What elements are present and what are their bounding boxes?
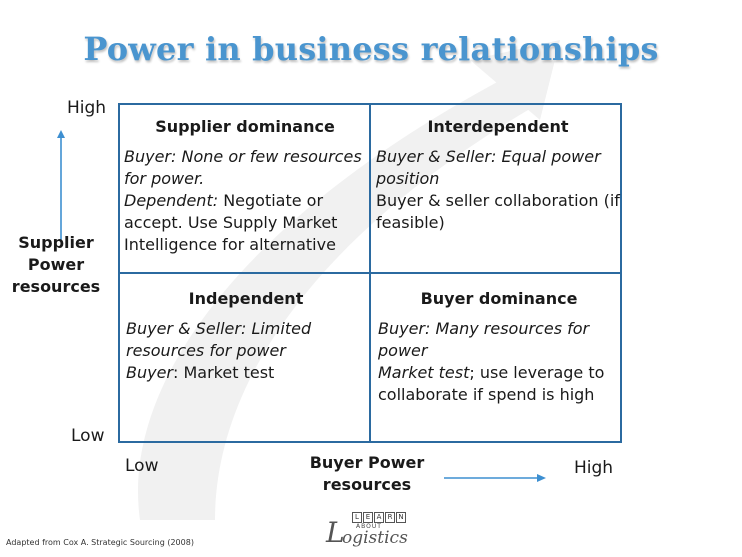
matrix-horizontal-divider xyxy=(118,272,622,274)
quadrant-body-text: Buyer & seller collaboration (if feasibl… xyxy=(376,191,620,232)
quadrant-heading: Interdependent xyxy=(427,117,569,136)
x-axis-low-label: Low xyxy=(125,456,159,476)
quadrant-italic-lead: Dependent: xyxy=(124,191,219,210)
source-credit: Adapted from Cox A. Strategic Sourcing (… xyxy=(6,538,194,547)
y-axis-title-line-1: Supplier xyxy=(18,233,94,252)
logo-letter: E xyxy=(363,512,373,523)
y-axis-high-label: High xyxy=(67,98,107,118)
logo-letter: A xyxy=(374,512,384,523)
quadrant-body: Market test; use leverage to collaborate… xyxy=(378,362,620,406)
logo-letter: N xyxy=(396,512,406,523)
quadrant-italic-text: Buyer & Seller: Limited resources for po… xyxy=(126,319,312,360)
quadrant-italic-lead: Market test xyxy=(378,363,470,382)
logo-about: ABOUT xyxy=(356,523,382,530)
x-axis-title-line-1: Buyer Power xyxy=(309,453,425,472)
quadrant-interdependent: Interdependent Buyer & Seller: Equal pow… xyxy=(376,117,620,234)
quadrant-buyer-dominance: Buyer dominance Buyer: Many resources fo… xyxy=(378,289,620,406)
quadrant-independent: Independent Buyer & Seller: Limited reso… xyxy=(126,289,366,384)
logo-letter: R xyxy=(385,512,395,523)
y-axis-title: Supplier Power resources xyxy=(4,232,108,298)
y-axis-low-label: Low xyxy=(71,426,105,446)
quadrant-italic-text: Buyer & Seller: Equal power position xyxy=(376,147,601,188)
learn-about-logistics-logo: L E A R N ABOUT L ogistics xyxy=(326,512,416,552)
logo-word: ogistics xyxy=(342,528,408,548)
quadrant-supplier-dominance: Supplier dominance Buyer: None or few re… xyxy=(124,117,366,256)
quadrant-italic-text: Buyer: None or few resources for power. xyxy=(124,147,362,188)
y-axis-arrow-icon xyxy=(57,130,65,240)
quadrant-body: Dependent: Negotiate or accept. Use Supp… xyxy=(124,190,366,256)
quadrant-heading: Buyer dominance xyxy=(420,289,578,308)
x-axis-title: Buyer Power resources xyxy=(292,452,442,496)
logo-letter: L xyxy=(352,512,362,523)
logo-initial: L xyxy=(326,516,345,549)
quadrant-heading: Supplier dominance xyxy=(155,117,335,136)
x-axis-high-label: High xyxy=(574,458,614,478)
y-axis-title-line-3: resources xyxy=(11,277,101,296)
quadrant-heading: Independent xyxy=(188,289,304,308)
quadrant-italic-text: Buyer: Many resources for power xyxy=(378,319,590,360)
y-axis-title-line-2: Power xyxy=(27,255,85,274)
x-axis-title-line-2: resources xyxy=(322,475,412,494)
quadrant-body: Buyer: Market test xyxy=(126,362,366,384)
x-axis-arrow-icon xyxy=(444,474,546,482)
page-title: Power in business relationships xyxy=(83,30,659,68)
quadrant-body-text: Negotiate or accept. Use Supply Market I… xyxy=(124,191,338,254)
quadrant-body-text: ; use leverage to collaborate if spend i… xyxy=(378,363,605,404)
quadrant-italic-lead: Buyer xyxy=(126,363,174,382)
quadrant-body-text: : Market test xyxy=(173,363,275,382)
